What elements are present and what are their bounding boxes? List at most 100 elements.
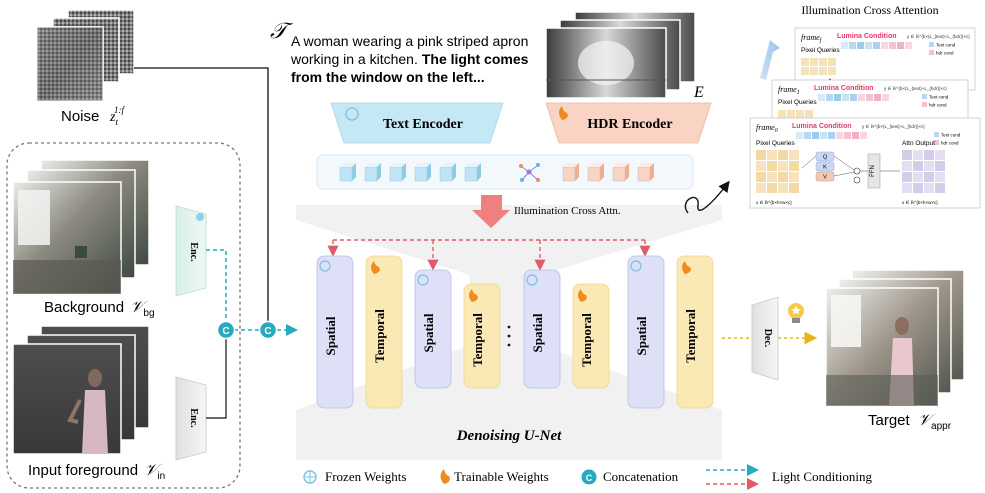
- concat-circle-1: C: [216, 320, 236, 340]
- svg-text:Pixel Queries: Pixel Queries: [801, 47, 840, 54]
- illum-attn-label: Illumination Cross Attn.: [514, 205, 621, 217]
- token-merge-icon: [519, 163, 540, 182]
- target-frames: [825, 269, 965, 407]
- svg-text:frame0: frame0: [756, 123, 778, 134]
- legend-concat: Concatenation: [603, 469, 679, 484]
- unet-spatial-label: Spatial: [323, 316, 338, 355]
- prompt-line-1: A woman wearing a pink striped apron: [291, 33, 528, 49]
- svg-text:x ∈ ℝ^{b×h×w×c}: x ∈ ℝ^{b×h×w×c}: [902, 200, 938, 205]
- svg-text:K: K: [823, 165, 827, 171]
- inset-title: Illumination Cross Attention: [801, 3, 938, 17]
- unet-temporal-label: Temporal: [470, 313, 485, 367]
- inset-link-curve: [684, 180, 730, 214]
- svg-text:HDR Encoder: HDR Encoder: [587, 117, 672, 132]
- bg-enc-connector: [206, 249, 227, 323]
- noise-symbol: zt1:f: [109, 105, 125, 127]
- text-token-1: [339, 163, 356, 182]
- flame-icon: [469, 289, 478, 302]
- svg-text:Lumina Condition: Lumina Condition: [837, 33, 897, 40]
- svg-text:y ∈ ℝ^{b×(L_{text}+L_{hdr})×c}: y ∈ ℝ^{b×(L_{text}+L_{hdr})×c}: [907, 34, 970, 39]
- svg-text:FFN: FFN: [870, 165, 876, 177]
- snowflake-icon: [319, 260, 331, 272]
- illum-down-arrow: [472, 195, 510, 228]
- svg-text:Text cond: Text cond: [936, 43, 956, 48]
- snowflake-icon: [526, 274, 538, 286]
- unet-spatial-label: Spatial: [421, 313, 436, 352]
- svg-text:Text Encoder: Text Encoder: [383, 117, 463, 132]
- unet-spatial-label: Spatial: [634, 316, 649, 355]
- enc-fg-label: Enc.: [188, 408, 199, 428]
- unet-spatial-label: Spatial: [530, 313, 545, 352]
- unet-spatial-block-1: Spatial: [316, 255, 354, 409]
- legend-light: Light Conditioning: [772, 469, 873, 484]
- foreground-encoder: Enc.: [175, 376, 207, 461]
- enc-bg-label: Enc.: [188, 242, 199, 262]
- svg-text:C: C: [222, 326, 229, 337]
- svg-text:hdr cond: hdr cond: [941, 141, 959, 146]
- hdr-token-1: [562, 163, 579, 182]
- snowflake-icon: [630, 260, 642, 272]
- svg-text:Q: Q: [823, 155, 828, 161]
- svg-text:x ∈ ℝ^{b×h×w×c}: x ∈ ℝ^{b×h×w×c}: [756, 200, 792, 205]
- hdr-token-3: [612, 163, 629, 182]
- svg-text:Attn Output: Attn Output: [902, 140, 935, 147]
- svg-text:framef: framef: [801, 33, 823, 44]
- legend: Frozen Weights Trainable Weights C Conca…: [303, 464, 873, 490]
- hdr-symbol: E: [693, 84, 704, 101]
- unet-spatial-block-3: Spatial: [414, 269, 452, 389]
- decoder: Dec.: [751, 296, 779, 381]
- svg-text:hdr cond: hdr cond: [936, 51, 954, 56]
- fg-enc-connector: [206, 338, 227, 419]
- svg-text:frame1: frame1: [778, 85, 800, 96]
- text-token-2: [364, 163, 381, 182]
- unet-temporal-label: Temporal: [372, 309, 387, 363]
- text-encoder: Text Encoder: [330, 102, 504, 144]
- snowflake-icon: [417, 274, 429, 286]
- hdr-token-2: [587, 163, 604, 182]
- unet-temporal-block-4: Temporal: [463, 283, 501, 389]
- prompt-line-2: working in a kitchen.The light comes: [290, 51, 529, 67]
- noise-label: Noise: [61, 108, 99, 125]
- background-frames: [12, 159, 150, 295]
- text-token-5: [439, 163, 456, 182]
- unet-temporal-block-8: Temporal: [676, 255, 714, 409]
- flame-icon: [559, 106, 568, 120]
- svg-text:Dec.: Dec.: [762, 329, 773, 348]
- svg-text:C: C: [264, 326, 271, 337]
- unet-temporal-block-6: Temporal: [572, 283, 610, 389]
- hdr-frames: [545, 11, 696, 99]
- svg-text:Lumina Condition: Lumina Condition: [814, 85, 874, 92]
- svg-text:hdr cond: hdr cond: [929, 103, 947, 108]
- hdr-tokens: [562, 163, 654, 182]
- legend-flame-icon: [440, 469, 450, 484]
- hdr-token-4: [637, 163, 654, 182]
- unet-title: Denoising U-Net: [456, 428, 562, 444]
- unet-temporal-block-2: Temporal: [365, 255, 403, 409]
- prompt-line-3: from the window on the left...: [291, 69, 485, 85]
- legend-frozen: Frozen Weights: [325, 469, 406, 484]
- svg-text:V: V: [823, 175, 827, 181]
- svg-text:y ∈ ℝ^{b×(L_{text}+L_{hdr})×c}: y ∈ ℝ^{b×(L_{text}+L_{hdr})×c}: [884, 86, 947, 91]
- hdr-encoder: HDR Encoder: [545, 102, 712, 144]
- svg-text:Text cond: Text cond: [941, 133, 961, 138]
- noise-stack: [36, 9, 135, 102]
- svg-text:Pixel Queries: Pixel Queries: [756, 140, 795, 147]
- inset-up-arrow: [760, 40, 780, 80]
- text-token-4: [414, 163, 431, 182]
- flame-icon: [578, 289, 587, 302]
- svg-text:C: C: [586, 473, 593, 483]
- unet-temporal-label: Temporal: [579, 313, 594, 367]
- concat-circle-2: C: [258, 320, 278, 340]
- unet-shape: [296, 205, 722, 460]
- text-tokens: [339, 163, 481, 182]
- flame-icon: [371, 261, 380, 274]
- background-encoder: Enc.: [175, 205, 207, 297]
- unet-spatial-block-5: Spatial: [523, 269, 561, 389]
- legend-concat-icon: [581, 469, 597, 485]
- text-token-6: [464, 163, 481, 182]
- lightbulb-icon: [788, 303, 804, 323]
- svg-text:y ∈ ℝ^{b×(L_{text}+L_{hdr})×c}: y ∈ ℝ^{b×(L_{text}+L_{hdr})×c}: [862, 124, 925, 129]
